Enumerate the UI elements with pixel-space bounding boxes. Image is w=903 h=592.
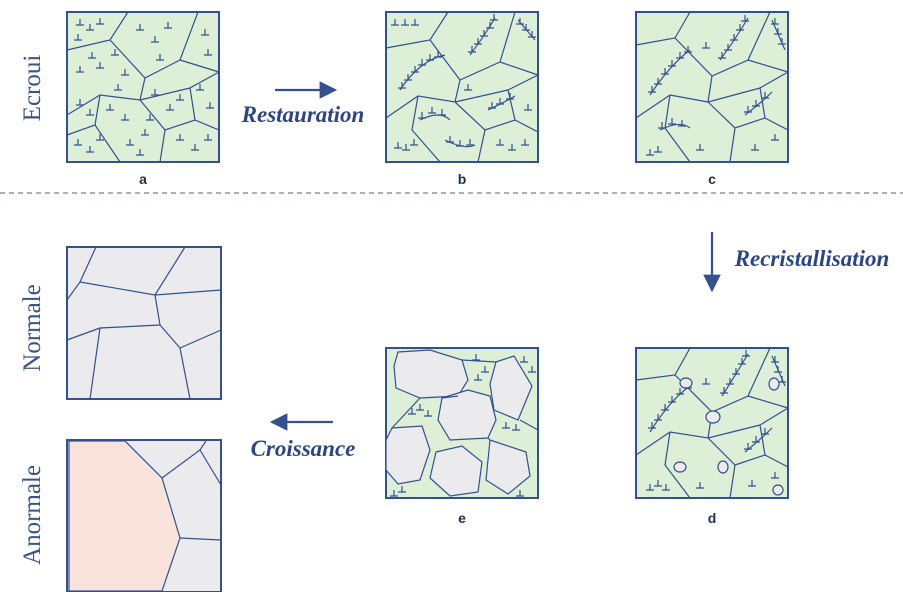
croissance-label: Croissance: [251, 436, 356, 461]
grain-boundaries-anormale: [161, 440, 222, 541]
panel-label-d: d: [708, 510, 717, 526]
old-boundaries-e: [391, 359, 539, 441]
new-grains-e: [385, 349, 533, 497]
grain-boundaries-b: [385, 11, 539, 163]
panel-anormale: [66, 439, 222, 592]
panel-label-e: e: [458, 510, 466, 526]
panel-c: [635, 11, 789, 163]
panel-b: [385, 11, 539, 163]
panel-normale: [66, 246, 222, 400]
panel-label-c: c: [708, 171, 716, 187]
nuclei-d: [673, 377, 784, 496]
recristallisation-label: Recristallisation: [734, 246, 890, 271]
panel-a: [66, 11, 220, 163]
normale-label: Normale: [19, 284, 46, 371]
ecroui-label: Ecroui: [19, 55, 46, 122]
anormale-label: Anormale: [19, 465, 46, 565]
panel-e: [385, 347, 539, 499]
restauration-label: Restauration: [241, 102, 365, 127]
grain-boundaries-d: [635, 347, 789, 499]
grain-boundaries-a: [66, 11, 220, 163]
panel-label-b: b: [458, 171, 467, 187]
grain-boundaries-normale: [66, 246, 222, 400]
panel-label-a: a: [139, 171, 147, 187]
panel-d: [635, 347, 789, 499]
